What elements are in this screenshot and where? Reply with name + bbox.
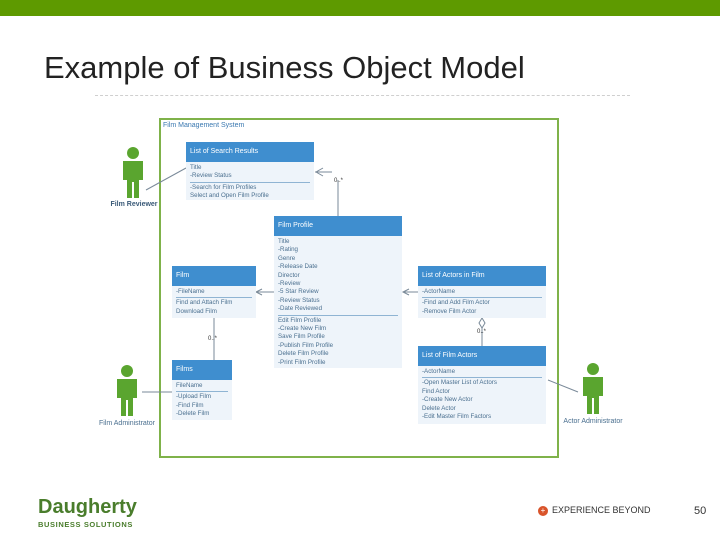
operation: Delete Film Profile	[278, 350, 329, 358]
operation: -Upload Film	[176, 393, 212, 401]
arrow-film	[254, 288, 263, 296]
attribute: -5 Star Review	[278, 288, 319, 296]
attribute: Title	[278, 238, 290, 245]
actor-administrator-label: Actor Administrator	[563, 418, 623, 425]
compartment-divider	[422, 297, 542, 299]
operation: -Open Master List of Actors	[422, 379, 497, 387]
attribute-list: -ActorName -Open Master List of Actors F…	[418, 366, 546, 423]
class-header: Film	[172, 266, 256, 286]
operation: Edit Film Profile	[278, 316, 322, 324]
attribute: -Release Date	[278, 263, 318, 271]
class-header: Films	[172, 360, 232, 380]
operation: -Create New Film	[278, 325, 327, 333]
attribute: Director	[278, 271, 300, 279]
class-header: List of Actors in Film	[418, 266, 546, 286]
operation: -Delete Film	[176, 410, 210, 418]
multiplicity-3: 0..*	[477, 329, 487, 335]
class-list-of-film-actors: List of Film Actors -ActorName -Open Mas…	[418, 346, 546, 424]
class-film: Film -FileName Find and Attach Film Down…	[172, 266, 256, 318]
attribute: -Review	[278, 280, 301, 288]
operation: -Find Film	[176, 401, 204, 409]
compartment-divider	[190, 181, 310, 183]
line-actor-admin	[547, 379, 579, 393]
attribute: FileName	[176, 382, 203, 389]
operation: Delete Actor	[422, 404, 456, 412]
operation: Save Film Profile	[278, 333, 325, 341]
page-number: 50	[694, 505, 707, 517]
operation: -Search for Film Profiles	[190, 183, 257, 191]
film-reviewer-label: Film Reviewer	[110, 201, 158, 208]
multiplicity-2: 0..*	[208, 336, 218, 342]
attribute: -Review Status	[190, 172, 232, 180]
attribute-list: FileName -Upload Film -Find Film -Delete…	[172, 380, 232, 421]
slide-title: Example of Business Object Model	[44, 50, 525, 85]
operation: Select and Open Film Profile	[190, 192, 269, 200]
daugherty-logo: Daugherty	[38, 496, 137, 518]
film-administrator-actor-icon	[117, 365, 137, 416]
operation: Download Film	[176, 307, 217, 315]
operation: -Publish Film Profile	[278, 341, 334, 349]
class-list-of-actors-in-film: List of Actors in Film -ActorName -Find …	[418, 266, 546, 318]
arrow-search	[314, 167, 324, 177]
line-reviewer	[145, 167, 187, 191]
operation: -Create New Actor	[422, 396, 473, 404]
compartment-divider	[278, 314, 398, 316]
attribute-list: -ActorName -Find and Add Film Actor -Rem…	[418, 286, 546, 318]
system-boundary	[159, 118, 559, 458]
operation: -Find and Add Film Actor	[422, 299, 490, 307]
attribute: Genre	[278, 254, 296, 262]
film-administrator-label: Film Administrator	[98, 420, 155, 427]
title-divider	[95, 95, 630, 96]
class-header: List of Search Results	[186, 142, 314, 162]
attribute: -ActorName	[422, 288, 456, 295]
arrow-actors	[401, 288, 410, 296]
operation: -Print Film Profile	[278, 358, 326, 366]
multiplicity-1: 0..*	[334, 178, 344, 184]
attribute: -Rating	[278, 246, 298, 254]
operation: Find Actor	[422, 387, 450, 395]
class-list-of-search-results: List of Search Results Title -Review Sta…	[186, 142, 314, 200]
attribute: -Date Reviewed	[278, 305, 323, 313]
operation: Find and Attach Film	[176, 299, 233, 307]
attribute: -Review Status	[278, 296, 320, 304]
actor-administrator-actor-icon	[583, 363, 603, 414]
tagline-text: EXPERIENCE BEYOND	[552, 505, 651, 515]
diamond-actors	[478, 317, 486, 329]
attribute-list: -FileName Find and Attach Film Download …	[172, 286, 256, 318]
compartment-divider	[422, 377, 542, 379]
attribute-list: Title -Review Status -Search for Film Pr…	[186, 162, 314, 203]
class-film-profile: Film Profile Title -Rating Genre -Releas…	[274, 216, 402, 368]
class-films: Films FileName -Upload Film -Find Film -…	[172, 360, 232, 420]
daugherty-logo-subtitle: BUSINESS SOLUTIONS	[38, 520, 133, 529]
system-boundary-label: Film Management System	[163, 122, 245, 129]
film-reviewer-actor-icon	[123, 147, 143, 198]
attribute: Title	[190, 164, 202, 171]
operation: -Edit Master Film Factors	[422, 413, 492, 421]
class-header: List of Film Actors	[418, 346, 546, 366]
compartment-divider	[176, 297, 252, 299]
operation: -Remove Film Actor	[422, 307, 477, 315]
plus-circle-icon: +	[538, 505, 548, 516]
class-header: Film Profile	[274, 216, 402, 236]
experience-beyond-tagline: + EXPERIENCE BEYOND	[538, 505, 651, 516]
attribute: -ActorName	[422, 368, 456, 375]
top-accent-bar	[0, 0, 720, 16]
compartment-divider	[176, 391, 228, 393]
attribute-list: Title -Rating Genre -Release Date Direct…	[274, 236, 402, 369]
attribute: -FileName	[176, 288, 205, 295]
